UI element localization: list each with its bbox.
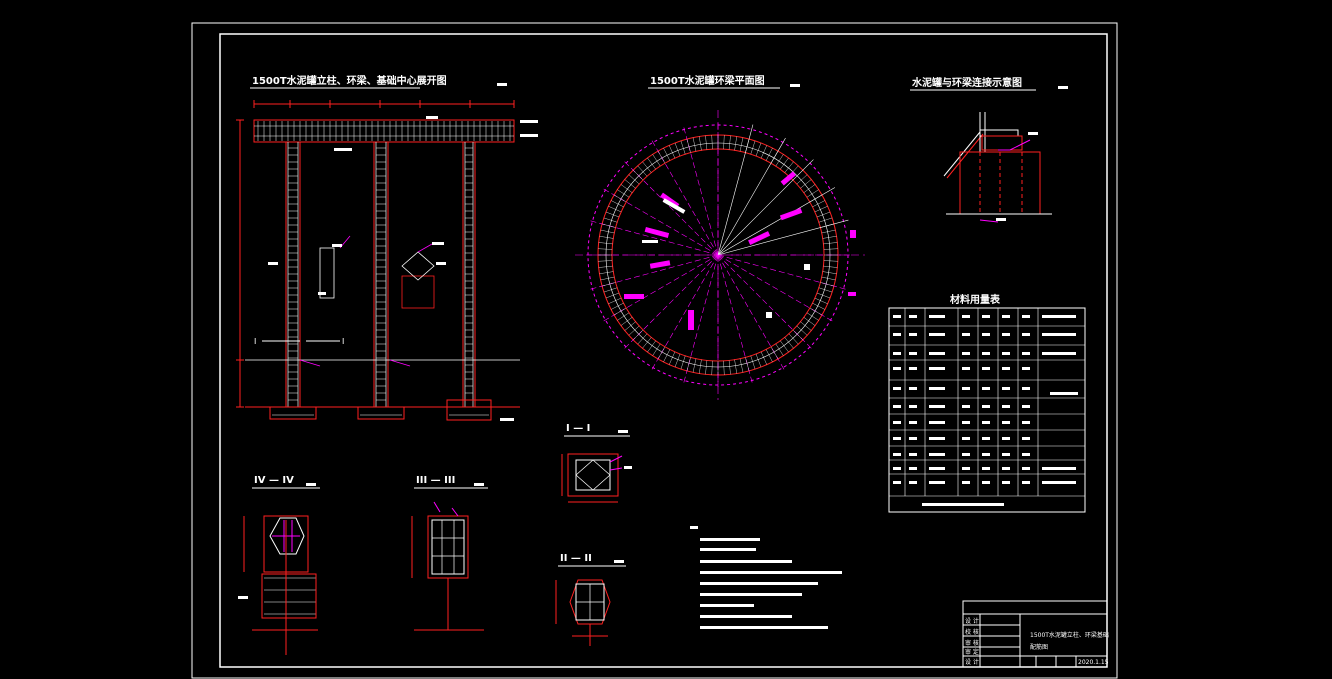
ring-plan-title: 1500T水泥罐环梁平面图 bbox=[650, 74, 765, 87]
section-i-label: I — I bbox=[566, 423, 590, 434]
connection-detail: 水泥罐与环梁连接示意图 bbox=[910, 76, 1068, 223]
section-iv: IV — IV bbox=[238, 475, 320, 655]
section-mark-right: I bbox=[342, 337, 344, 346]
sheet-inner-border bbox=[219, 33, 1108, 668]
title-block-row-4: 审 定 bbox=[965, 648, 979, 656]
material-table-title: 材料用量表 bbox=[950, 293, 1001, 306]
title-block-row-3: 审 核 bbox=[965, 639, 979, 647]
elevation-view: 1500T水泥罐立柱、环梁、基础中心展开图 bbox=[236, 74, 538, 421]
section-i: I — I bbox=[561, 423, 632, 503]
material-table: 材料用量表 bbox=[888, 293, 1086, 513]
drawing-date: 2020.1.15 bbox=[1078, 659, 1109, 666]
drawing-name-line2: 配筋图 bbox=[1030, 643, 1048, 651]
title-block-row-1: 设 计 bbox=[965, 617, 979, 625]
section-mark-left: I bbox=[254, 337, 256, 346]
notes-block bbox=[690, 526, 842, 629]
section-iii: III — III bbox=[411, 475, 488, 631]
drawing-name-line1: 1500T水泥罐立柱、环梁基础 bbox=[1030, 631, 1109, 639]
elevation-title: 1500T水泥罐立柱、环梁、基础中心展开图 bbox=[252, 74, 447, 87]
section-iv-label: IV — IV bbox=[254, 475, 294, 486]
title-block: 设 计 校 核 审 核 审 定 设 计 1500T水泥罐立柱、环梁基础 配筋图 … bbox=[962, 600, 1109, 668]
title-block-row-5: 设 计 bbox=[965, 658, 979, 666]
section-iii-label: III — III bbox=[416, 475, 455, 486]
ring-beam-plan: 1500T水泥罐环梁平面图 bbox=[575, 74, 865, 400]
sheet-outer-border bbox=[191, 22, 1118, 679]
section-ii-label: II — II bbox=[560, 553, 592, 564]
section-ii: II — II bbox=[555, 553, 626, 646]
detail-title: 水泥罐与环梁连接示意图 bbox=[911, 76, 1022, 89]
title-block-row-2: 校 核 bbox=[965, 628, 979, 636]
